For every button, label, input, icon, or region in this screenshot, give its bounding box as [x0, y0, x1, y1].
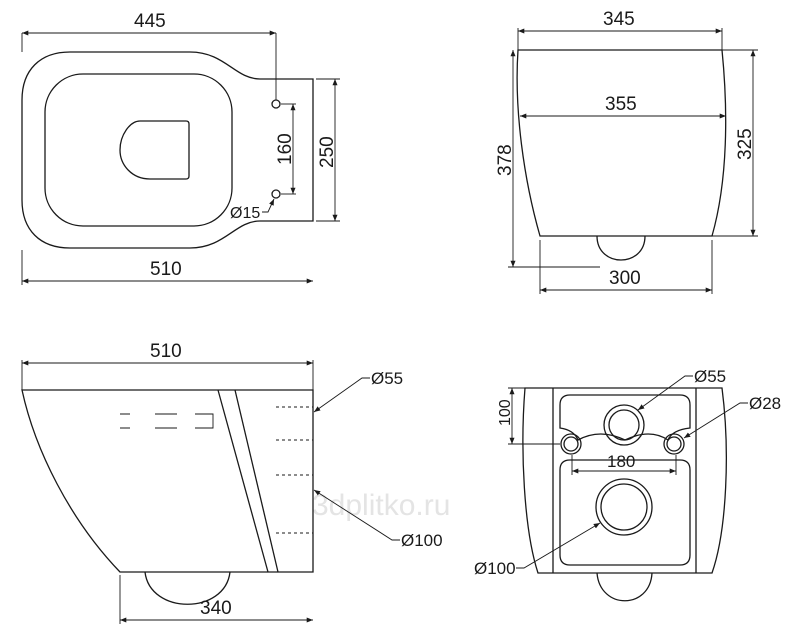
side-view: 510 340 Ø55 Ø100	[21, 341, 443, 624]
dim-total-height: 378	[495, 144, 516, 176]
dim-fixing-height: 100	[497, 399, 514, 426]
dim-max-width: 355	[605, 94, 637, 115]
bowl-bottom	[596, 235, 646, 261]
dim-tab-width: 250	[317, 136, 338, 168]
fixing-hole-icon	[666, 436, 682, 452]
dim-body-height: 325	[735, 128, 756, 160]
inlet-hole-icon	[608, 409, 640, 441]
dim-hole-spacing: 160	[275, 133, 296, 165]
outlet-hole-icon	[600, 483, 648, 531]
dim-top-width: 345	[603, 9, 635, 30]
dim-total-width: 510	[150, 259, 182, 280]
lower-panel	[559, 459, 691, 566]
bowl-bottom	[596, 572, 653, 602]
dim-fixing-diameter: Ø28	[749, 394, 781, 413]
dim-hole-diameter: Ø15	[230, 205, 260, 222]
dim-fixing-spacing: 180	[607, 452, 635, 471]
top-view: 445 510 160 250 Ø15	[21, 11, 340, 285]
dim-seat-width: 445	[134, 11, 166, 32]
dim-length: 510	[150, 341, 182, 362]
upper-panel	[559, 394, 691, 441]
fixing-hole-icon	[271, 189, 281, 199]
dim-bottom-width: 300	[609, 268, 641, 289]
dim-inlet-diameter: Ø55	[694, 367, 726, 386]
dim-outlet-diameter: Ø100	[474, 559, 516, 578]
front-view: 345 355 300 378 325	[495, 9, 758, 294]
back-body	[522, 387, 727, 574]
dim-bottom-length: 340	[200, 598, 232, 619]
dim-inlet-diameter: Ø55	[371, 369, 403, 388]
dim-outlet-diameter: Ø100	[401, 531, 443, 550]
fixing-hole-icon	[271, 99, 281, 109]
seat-outline	[21, 51, 314, 249]
bowl-bottom	[144, 571, 231, 605]
watermark: 3dplitko.ru	[312, 489, 450, 522]
back-view: 180 100 Ø55 Ø28 Ø100	[474, 367, 781, 602]
front-body	[516, 49, 727, 237]
lid-opening	[119, 120, 190, 180]
fixing-hole-icon	[563, 436, 579, 452]
seat-inner-ring	[44, 73, 233, 227]
side-body	[21, 389, 314, 573]
